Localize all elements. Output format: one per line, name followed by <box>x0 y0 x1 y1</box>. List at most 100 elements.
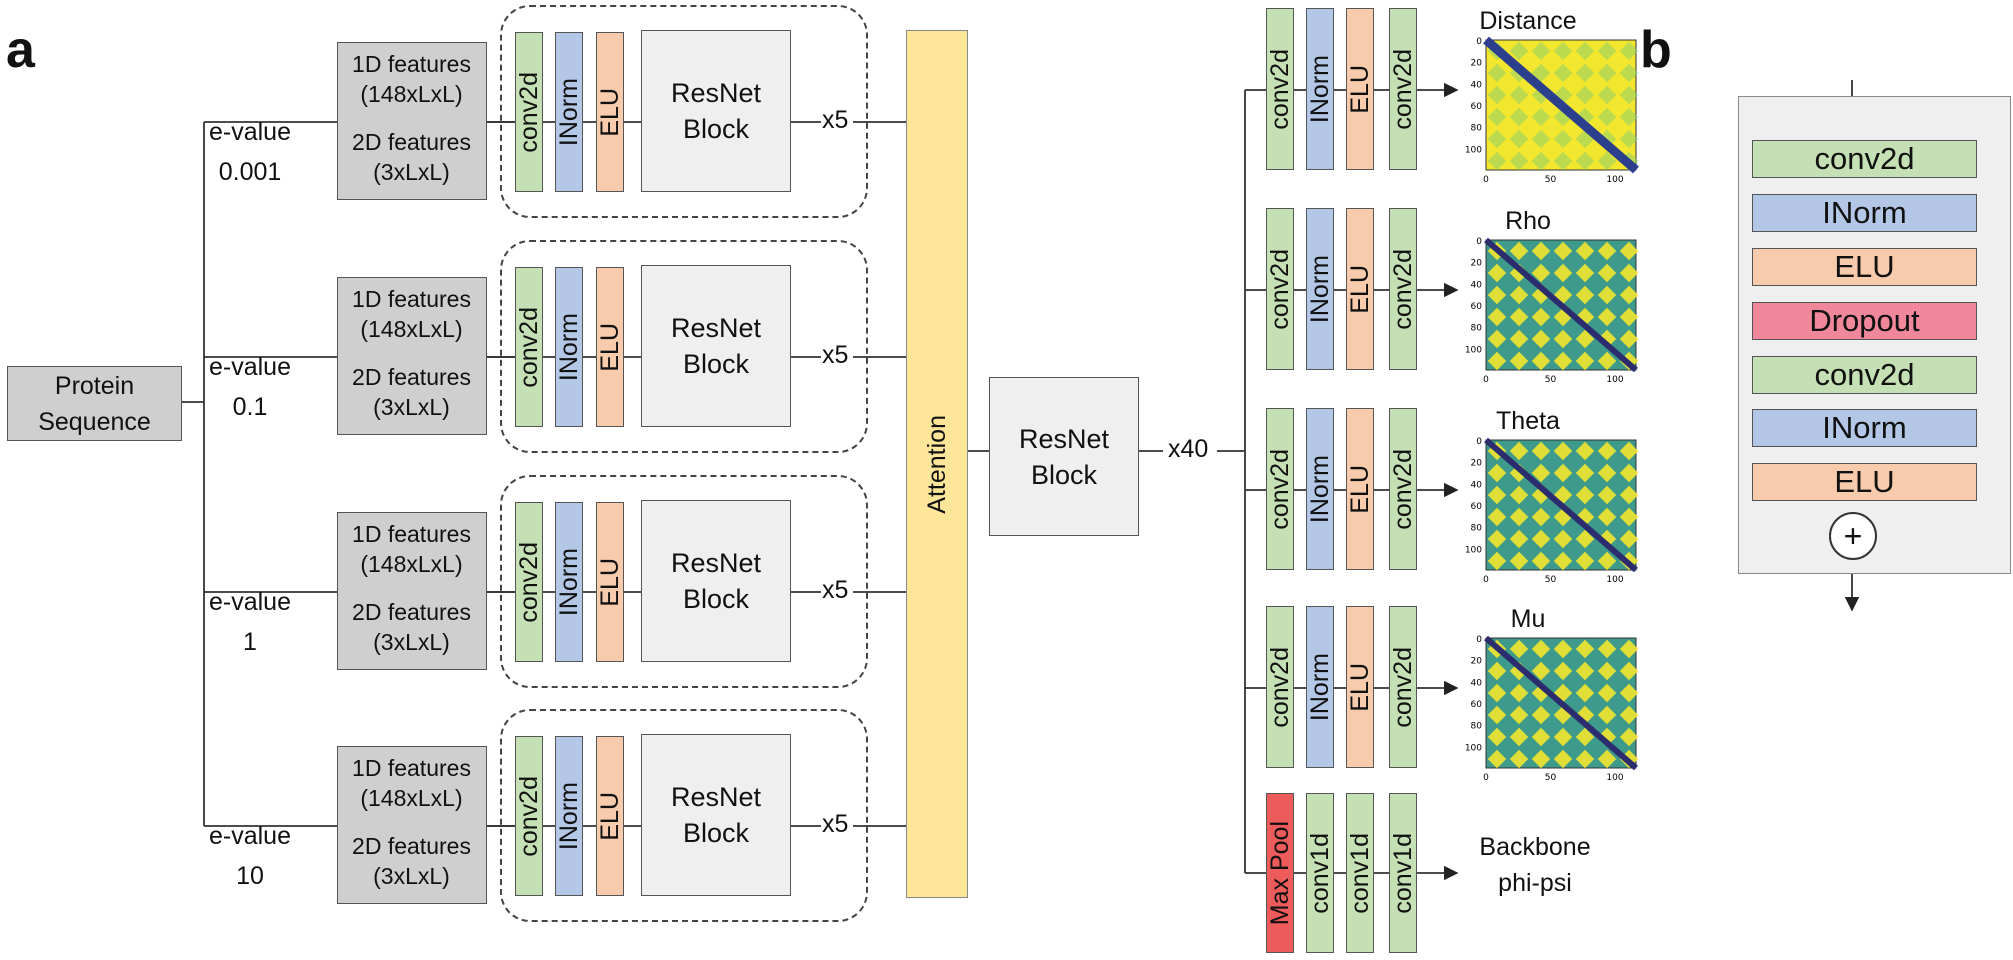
head-map-2-cell <box>1487 507 1507 527</box>
head-map-2-cell <box>1531 463 1551 483</box>
head-map-0-cell <box>1575 41 1595 61</box>
detail-layer-2: ELU <box>1752 248 1977 286</box>
inorm-layer-0-label: INorm <box>554 77 583 147</box>
elu-layer-3-label: ELU <box>595 791 624 841</box>
head-map-0-ytick: 100 <box>1465 145 1482 155</box>
features-text-1-1: (148xLxL) <box>360 316 463 342</box>
head-title-3: Mu <box>1510 605 1546 633</box>
head-3-layer-1-label: INorm <box>1305 652 1334 722</box>
head-0-layer-2: ELU <box>1346 8 1374 170</box>
head-map-2-ytick: 80 <box>1471 524 1483 534</box>
trunk-repeat-count: x40 <box>1168 435 1209 463</box>
evalue-value-2: 1 <box>243 628 257 656</box>
backbone-title-1: Backbone <box>1479 833 1591 861</box>
head-map-1-diagonal <box>1484 237 1638 373</box>
head-map-0-cell <box>1597 151 1617 171</box>
head-map-3-cell <box>1509 727 1529 747</box>
head-map-1-cell <box>1553 351 1573 371</box>
head-map-3-ytick: 40 <box>1471 678 1483 688</box>
head-map-0-cell <box>1553 151 1573 171</box>
head-map-1-cell <box>1509 307 1529 327</box>
head-map-2-cell <box>1575 463 1595 483</box>
residual-sum-icon: + <box>1829 512 1877 560</box>
detail-layer-4: conv2d <box>1752 356 1977 394</box>
head-map-3-cell <box>1575 727 1595 747</box>
head-map-0-cell <box>1597 85 1617 105</box>
head-1-layer-1-label: INorm <box>1305 254 1334 324</box>
head-0-layer-0-label: conv2d <box>1265 48 1294 130</box>
inorm-layer-2-label: INorm <box>554 547 583 617</box>
head-map-1-cell <box>1575 329 1595 349</box>
head-map-0-diagonal <box>1483 36 1639 174</box>
head-0-layer-2-label: ELU <box>1345 64 1374 114</box>
head-map-2-cell <box>1619 507 1639 527</box>
head-map-3-cell <box>1487 683 1507 703</box>
resnet-block-label-0-0: ResNet <box>670 78 762 108</box>
head-map-0-cell <box>1619 129 1639 149</box>
head-2-layer-0: conv2d <box>1266 408 1294 570</box>
head-map-3-cell <box>1619 639 1639 659</box>
head-map-3-cell <box>1597 639 1617 659</box>
conv2d-layer-2-label: conv2d <box>514 541 543 623</box>
backbone-layer-3: conv1d <box>1389 793 1417 953</box>
head-map-3-cell <box>1619 727 1639 747</box>
head-map-2-cell <box>1509 551 1529 571</box>
inorm-layer-1: INorm <box>555 267 583 427</box>
head-map-3-cell <box>1509 683 1529 703</box>
head-map-3-cell <box>1619 705 1639 725</box>
detail-layer-3-label: Dropout <box>1809 303 1920 338</box>
head-map-2-cell <box>1531 529 1551 549</box>
detail-layer-2-label: ELU <box>1834 249 1895 284</box>
head-map-2-cell <box>1619 441 1639 461</box>
protein-sequence-label-2: Sequence <box>38 407 151 436</box>
head-3-layer-3: conv2d <box>1389 606 1417 768</box>
head-map-1-cell <box>1553 241 1573 261</box>
head-map-2-cell <box>1575 551 1595 571</box>
head-map-0-cell <box>1487 85 1507 105</box>
head-map-0-cell <box>1509 41 1529 61</box>
features-text-2-0: 1D features <box>352 521 471 547</box>
elu-layer-1-label: ELU <box>595 322 624 372</box>
features-text-3-0: 1D features <box>352 755 471 781</box>
head-map-2-cell <box>1531 441 1551 461</box>
head-map-2-cell <box>1509 507 1529 527</box>
inorm-layer-3-label: INorm <box>554 781 583 851</box>
head-map-3-cell <box>1509 639 1529 659</box>
head-map-2-cell <box>1575 485 1595 505</box>
head-map-0-cell <box>1487 107 1507 127</box>
head-map-1-cell <box>1575 285 1595 305</box>
head-map-3-cell <box>1509 705 1529 725</box>
features-box-2: 1D features(148xLxL)2D features(3xLxL) <box>337 512 487 670</box>
evalue-value-1: 0.1 <box>232 393 268 421</box>
head-map-0-xtick: 100 <box>1606 175 1623 185</box>
head-map-1-cell <box>1509 351 1529 371</box>
head-map-2-cell <box>1487 485 1507 505</box>
resnet-block-label-1-0: ResNet <box>670 313 762 343</box>
head-2-layer-0-label: conv2d <box>1265 448 1294 530</box>
repeat-count-0: x5 <box>822 106 849 134</box>
head-3-layer-2-label: ELU <box>1345 662 1374 712</box>
head-map-3-cell <box>1575 639 1595 659</box>
resnet-block-label-1-1: Block <box>682 349 750 379</box>
elu-layer-0: ELU <box>596 32 624 192</box>
head-3-layer-0-label: conv2d <box>1265 646 1294 728</box>
head-map-2-cell <box>1597 551 1617 571</box>
backbone-layer-0-label: Max Pool <box>1265 820 1294 926</box>
conv2d-layer-3: conv2d <box>515 736 543 896</box>
head-map-0-cell <box>1553 129 1573 149</box>
head-map-0-cell <box>1531 63 1551 83</box>
head-map-2-cell <box>1597 507 1617 527</box>
evalue-label-1: e-value <box>209 353 291 381</box>
repeat-group-2 <box>500 475 868 688</box>
head-map-1-cell <box>1553 329 1573 349</box>
head-map-3-cell <box>1487 727 1507 747</box>
head-title-1: Rho <box>1505 207 1551 235</box>
head-map-1-ytick: 40 <box>1471 280 1483 290</box>
head-1-layer-0: conv2d <box>1266 208 1294 370</box>
head-map-3-cell <box>1509 749 1529 769</box>
head-map-2-cell <box>1553 463 1573 483</box>
head-map-1-cell <box>1597 351 1617 371</box>
panel-label-a: a <box>6 21 35 79</box>
conv2d-layer-1: conv2d <box>515 267 543 427</box>
